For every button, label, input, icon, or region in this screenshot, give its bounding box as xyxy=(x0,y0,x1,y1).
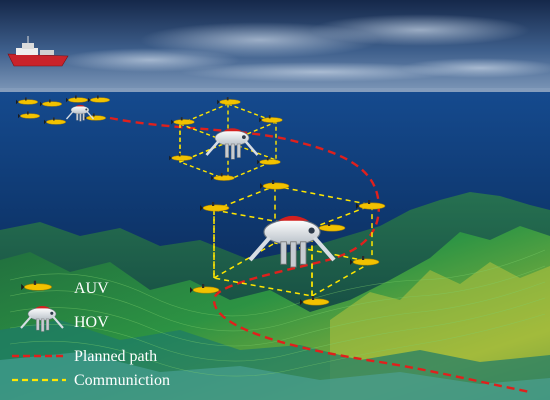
legend-item-auv: AUV xyxy=(20,280,109,297)
horizon xyxy=(0,88,550,93)
legend-auv-label: AUV xyxy=(74,280,109,297)
legend-hov-label: HOV xyxy=(74,314,109,331)
legend: AUV HOV Planned path Communiction xyxy=(12,280,170,389)
lower-formation xyxy=(189,179,386,306)
ship-icon xyxy=(7,36,69,67)
middle-formation xyxy=(168,96,283,182)
clouds xyxy=(60,14,550,82)
planned-path xyxy=(109,116,531,394)
legend-item-communication: Communiction xyxy=(12,372,170,389)
legend-item-hov: HOV xyxy=(19,304,109,333)
legend-planned-path-label: Planned path xyxy=(74,348,157,365)
seabed-terrain xyxy=(0,192,550,400)
legend-item-planned-path: Planned path xyxy=(12,348,157,365)
legend-communication-label: Communiction xyxy=(74,372,170,389)
